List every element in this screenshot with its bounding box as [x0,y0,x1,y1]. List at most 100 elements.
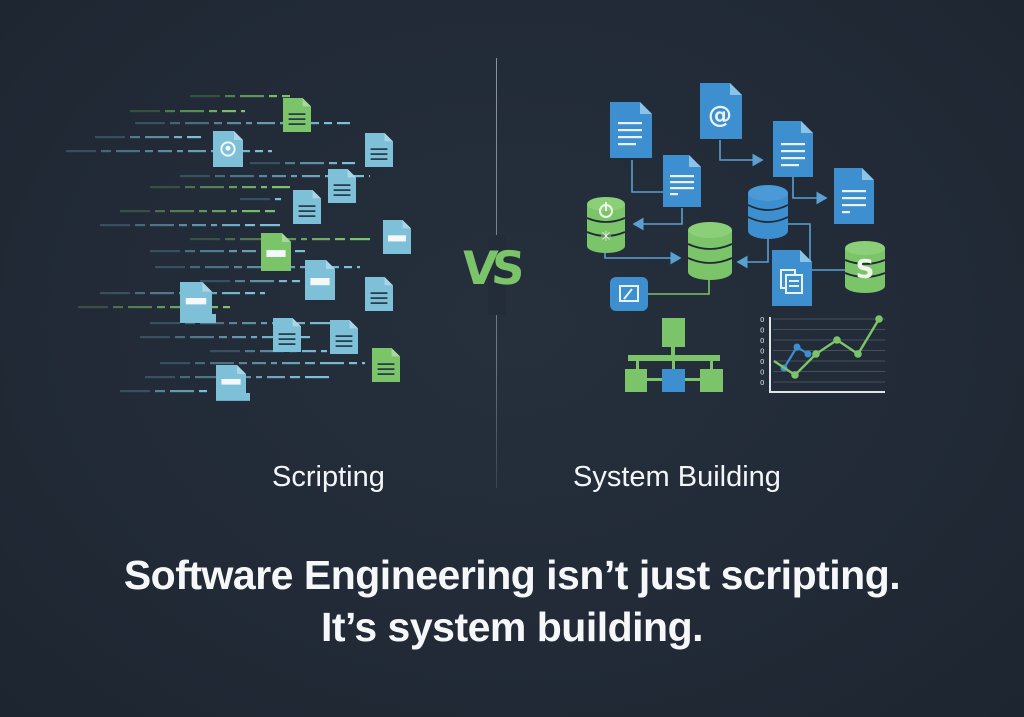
scripting-label: Scripting [272,461,385,493]
code-streak [301,238,307,241]
code-streak [246,122,252,125]
chart-tick-label: 0 [760,348,764,356]
code-streak [335,238,345,241]
code-streak [267,376,285,379]
code-streak [170,390,194,393]
hierarchy-icon [625,318,723,392]
code-streak [200,280,230,283]
code-streak [225,95,235,98]
chart-tick-label: 0 [760,316,764,324]
code-streak [145,150,153,153]
code-streak [282,362,300,365]
code-streak [292,280,300,283]
code-streak [362,362,365,365]
chart-point-green [791,371,799,379]
code-streak [157,306,165,309]
code-streak [305,376,329,379]
code-streak [101,150,111,153]
code-streak [235,280,245,283]
document-icon [383,220,411,254]
code-streak [170,122,180,125]
code-streak [185,250,195,253]
code-streak [170,306,184,309]
chart-point-green [812,350,820,358]
document-icon [663,155,701,207]
code-streak [66,150,96,153]
user-document-icon [213,131,243,167]
code-streak [145,136,169,139]
code-streak [180,175,210,178]
database-icon [747,185,789,239]
code-streak [78,306,108,309]
code-streak [261,322,267,325]
code-streak [242,210,260,213]
code-streak [155,210,165,213]
svg-text:✳: ✳ [600,229,612,245]
image-icon [610,277,648,311]
code-streak [357,266,360,269]
code-streak [320,362,344,365]
code-streak [200,322,224,325]
code-streak [268,150,272,153]
code-streak [271,362,277,365]
code-streak [200,186,224,189]
code-streak [211,224,217,227]
code-streak [227,122,241,125]
code-streak [150,292,174,295]
code-streak [165,110,175,113]
code-streak [250,162,280,165]
code-streak [209,110,217,113]
code-streak [251,336,257,339]
code-streak [337,122,350,125]
code-streak [150,322,180,325]
chart-point-blue [793,343,801,351]
code-streak [199,210,207,213]
code-streak [269,95,277,98]
code-streak [272,175,286,178]
code-streak [242,186,256,189]
code-streak [150,186,180,189]
code-streak [170,210,194,213]
document-icon [273,318,301,352]
code-streak [250,280,274,283]
code-streak [300,336,310,339]
database-icon [687,222,733,280]
code-streak [187,136,201,139]
code-streak [295,250,305,253]
code-streak [192,224,206,227]
code-streak [291,175,297,178]
code-streak [135,292,145,295]
code-streak [260,224,280,227]
code-streak [295,322,305,325]
document-icon [610,102,652,158]
code-streak [185,122,209,125]
document-icon [372,348,400,382]
chart-series-green [773,318,881,377]
document-icon [293,190,321,224]
chart-tick-label: 0 [760,337,764,345]
code-streak [349,362,357,365]
chart-point-green [875,315,883,323]
code-streak [229,250,237,253]
code-streak [321,350,327,353]
code-streak [350,238,370,241]
document-icon [261,233,291,271]
code-streak [229,322,237,325]
code-streak [279,280,287,283]
code-streak [210,350,240,353]
document-icon [283,98,311,132]
code-streak [329,162,337,165]
dollar-database-icon: S [844,241,886,293]
code-streak [282,238,296,241]
code-streak [155,390,165,393]
code-streak [160,362,190,365]
code-streak [225,238,235,241]
code-streak [199,390,207,393]
tagline-line-2: It’s system building. [320,604,704,650]
code-streak [272,186,290,189]
code-streak [300,162,324,165]
code-streak [229,186,237,189]
code-streak [222,110,236,113]
divider-gap [488,235,506,315]
